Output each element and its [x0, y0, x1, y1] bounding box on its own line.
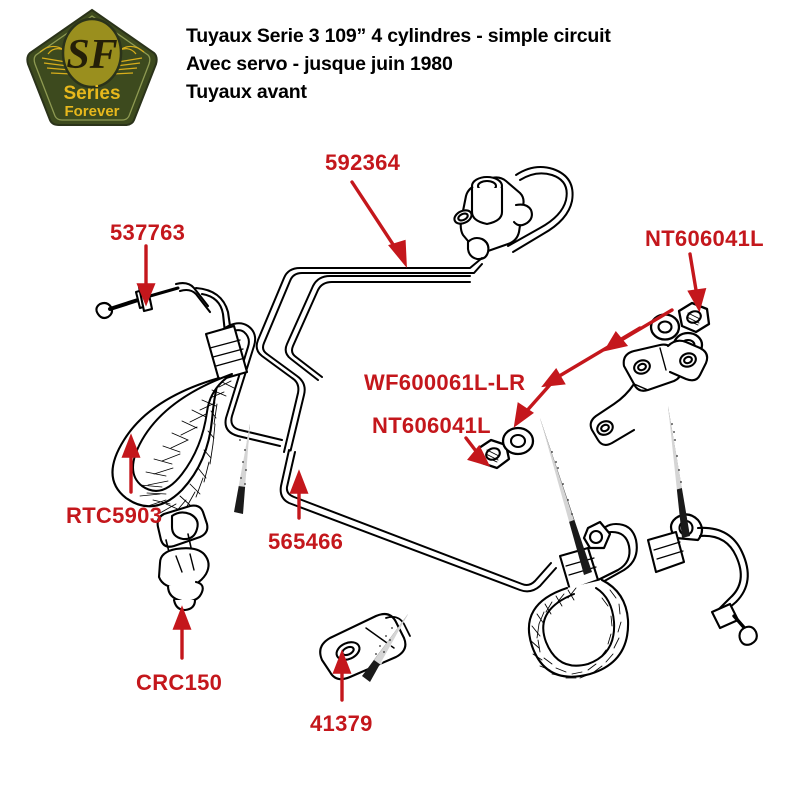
- logo-line-forever: Forever: [64, 103, 119, 120]
- arrow-nt606041l-right: [687, 252, 707, 313]
- hose-braid-texture-left: [139, 380, 235, 515]
- arrow-592364: [350, 180, 407, 269]
- arrow-41379: [332, 649, 352, 702]
- mounting-tab-bracket: [319, 612, 411, 681]
- label-nt606041l-center: NT606041L: [372, 413, 491, 438]
- pointer-wedge-dots: [239, 423, 682, 655]
- series-forever-logo: SF Series Forever: [22, 6, 162, 128]
- bleed-nipple-bolt: [95, 283, 180, 320]
- logo-inner-outline: [33, 15, 151, 121]
- brake-pipe-mid: [284, 275, 471, 381]
- logo-oval: [61, 17, 123, 89]
- brake-pipe-upper: [255, 166, 574, 454]
- bracket-three-hole: [589, 339, 709, 446]
- diagram-title: Tuyaux Serie 3 109” 4 cylindres - simple…: [186, 22, 786, 106]
- label-rtc5903: RTC5903: [66, 503, 163, 528]
- flexible-brake-hose-left: [95, 282, 249, 515]
- pipe-clip-grommet: [156, 504, 210, 612]
- title-line-1: Tuyaux Serie 3 109” 4 cylindres - simple…: [186, 25, 611, 47]
- arrow-bracket-left: [603, 308, 674, 352]
- brake-pipe-lower: [279, 448, 557, 593]
- arrow-nt606041l-center: [464, 436, 491, 467]
- flexible-brake-hose-right: [527, 513, 758, 679]
- hose-crimp-collar-left: [204, 324, 249, 382]
- label-537763: 537763: [110, 220, 186, 245]
- callout-arrows: [121, 180, 707, 702]
- logo-monogram: SF: [66, 32, 117, 78]
- label-nt606041l-right: NT606041L: [645, 226, 764, 251]
- label-592364: 592364: [325, 150, 401, 175]
- arrow-crc150: [172, 605, 192, 660]
- label-wf600061l-lr: WF600061L-LR: [364, 370, 526, 395]
- hose-braid-texture-right: [529, 587, 622, 679]
- arrow-rtc5903: [121, 433, 141, 494]
- title-line-2: Avec servo - jusque juin 1980: [186, 53, 453, 75]
- arrow-537763: [136, 244, 156, 307]
- arrow-565466: [289, 469, 309, 520]
- label-565466: 565466: [268, 529, 344, 554]
- master-cylinder-junction-block: [453, 175, 533, 261]
- pointer-wedge-stipple-mask: [238, 406, 682, 665]
- nut-and-washer-set-right: [649, 301, 711, 359]
- title-line-3: Tuyaux avant: [186, 81, 307, 103]
- label-crc150: CRC150: [136, 670, 223, 695]
- logo-line-series: Series: [63, 83, 120, 104]
- label-41379: 41379: [310, 711, 373, 736]
